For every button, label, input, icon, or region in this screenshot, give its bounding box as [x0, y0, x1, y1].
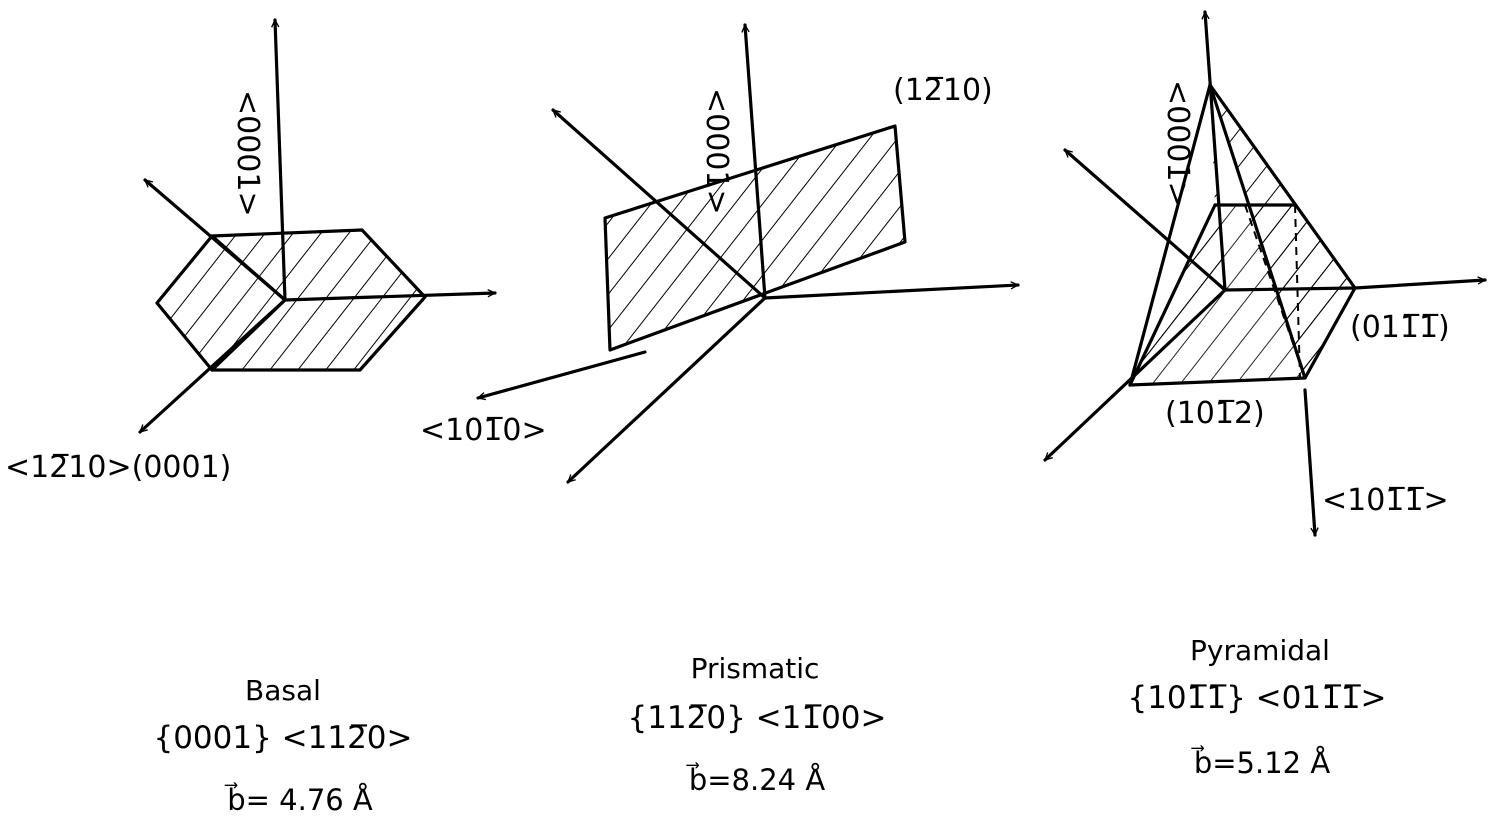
pyramidal-name: Pyramidal	[1190, 634, 1330, 667]
pyramidal-base-hatching	[1130, 205, 1355, 385]
pyramidal-c-axis-label: <0001>	[1160, 80, 1195, 207]
prismatic-plane	[603, 124, 907, 352]
basal-name: Basal	[245, 674, 321, 707]
pyramidal-edge-to-front	[1208, 83, 1307, 380]
pyramidal-caption: Pyramidal {101̅1̅} <011̅1̅> b⃗=5.12 Å	[1127, 634, 1386, 780]
pyramidal-c-axis-arrow	[1205, 10, 1227, 292]
prismatic-plane-hatching	[605, 126, 905, 350]
pyramidal-hidden-edge-2	[1244, 204, 1306, 379]
pyramidal-right-axis-arrow	[1353, 280, 1487, 290]
prismatic-front-axis-arrow	[566, 296, 767, 484]
pyramidal-plane-a-label: (011̅1̅)	[1350, 310, 1450, 345]
basal-hexagon-outline	[155, 228, 427, 372]
pyramidal-plane-b-label: (101̅2)	[1165, 396, 1265, 431]
basal-system: {0001} <112̅0>	[153, 720, 412, 756]
pyramidal-direction-arrow	[1303, 388, 1315, 537]
prismatic-burgers: b⃗=8.24 Å	[686, 762, 825, 797]
pyramidal-system: {101̅1̅} <011̅1̅>	[1127, 680, 1386, 716]
pyramidal-hidden-edge-1	[1294, 204, 1301, 379]
basal-front-axis-arrow	[138, 298, 287, 434]
basal-direction-plane-label: <12̅10>(0001)	[5, 450, 231, 485]
basal-c-axis-label: <0001>	[230, 90, 265, 217]
prismatic-right-axis-arrow	[763, 285, 1020, 300]
prismatic-direction-arrow	[476, 350, 647, 398]
basal-burgers: b⃗= 4.76 Å	[224, 782, 373, 817]
prismatic-system: {112̅0} <11̅00>	[627, 700, 886, 736]
prismatic-plane-outline	[603, 124, 907, 352]
pyramidal-burgers: b⃗=5.12 Å	[1191, 745, 1330, 780]
prismatic-caption: Prismatic {112̅0} <11̅00> b⃗=8.24 Å	[627, 652, 886, 797]
basal-back-axis-arrow	[143, 178, 287, 302]
prismatic-panel: <0001> (12̅10) <101̅0>	[420, 23, 1020, 484]
pyramidal-pyramid	[1128, 83, 1357, 387]
prismatic-plane-label: (12̅10)	[893, 73, 993, 108]
pyramidal-base-back-line	[1223, 286, 1357, 292]
basal-panel: <0001> <12̅10>(0001)	[5, 18, 497, 485]
pyramidal-base-left-edge	[1128, 203, 1217, 387]
basal-c-axis-arrow	[275, 18, 287, 302]
pyramidal-edge-to-left	[1128, 83, 1212, 387]
basal-right-axis-arrow	[283, 293, 497, 302]
prismatic-c-axis-label: <0001>	[699, 88, 734, 215]
basal-caption: Basal {0001} <112̅0> b⃗= 4.76 Å	[153, 674, 412, 817]
pyramidal-direction-label: <101̅1̅>	[1322, 483, 1449, 518]
prismatic-direction-label: <101̅0>	[420, 413, 547, 448]
pyramidal-front-axis-arrow	[1043, 288, 1227, 462]
pyramidal-edge-to-right	[1208, 83, 1357, 290]
prismatic-name: Prismatic	[691, 652, 820, 685]
prismatic-c-axis-arrow	[745, 23, 767, 300]
pyramidal-panel: <0001> (011̅1̅) (101̅2) <101̅1̅>	[1043, 10, 1487, 537]
